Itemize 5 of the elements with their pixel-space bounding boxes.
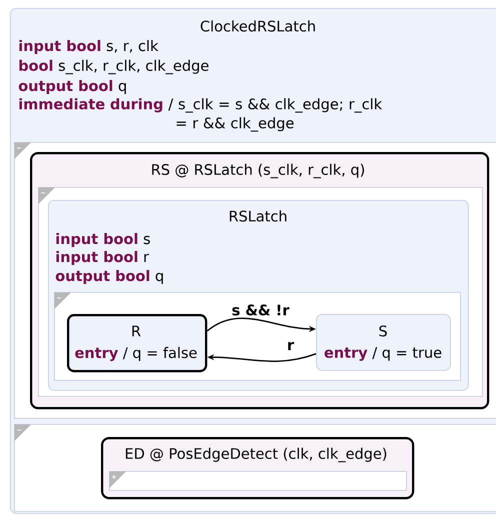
edge-label: r	[288, 342, 294, 350]
region-box	[109, 471, 407, 491]
state-box: R entry / q = false	[67, 314, 208, 372]
state-box: S entry / q = true	[316, 314, 451, 371]
edge-label: s && !r	[232, 304, 290, 316]
